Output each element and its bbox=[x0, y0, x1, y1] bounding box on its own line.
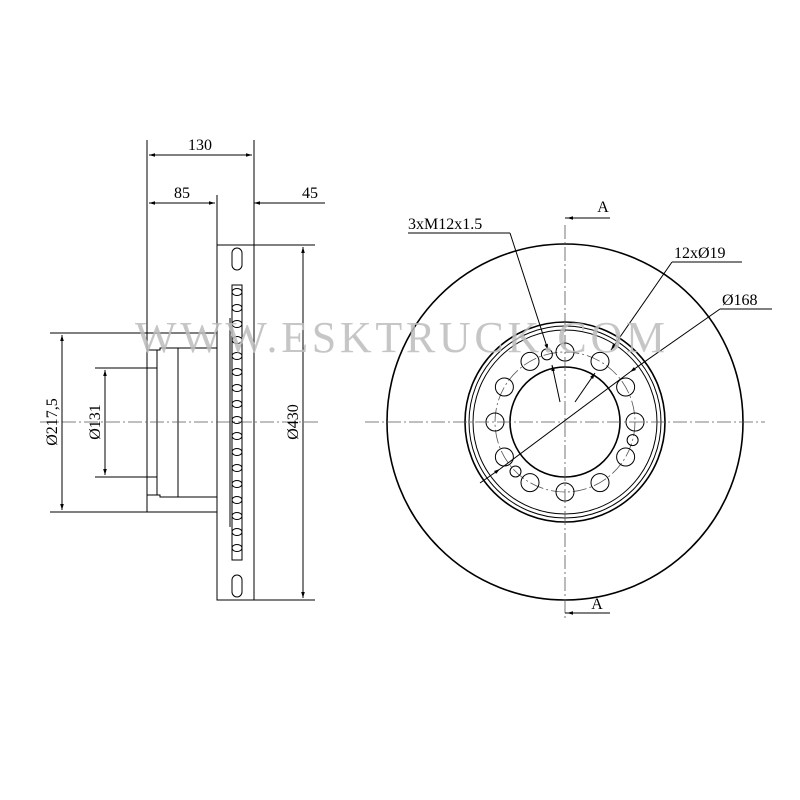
leader-bolt-holes bbox=[610, 261, 673, 351]
leader-thread-holes-inner bbox=[551, 364, 561, 403]
leader-bolt-circle bbox=[629, 308, 721, 373]
dim-hub-depth: 85 bbox=[174, 185, 190, 202]
vent-hole bbox=[231, 320, 243, 328]
dim-bore-diameter: Ø131 bbox=[87, 404, 104, 440]
thread-hole bbox=[509, 465, 522, 478]
vent-hole bbox=[231, 480, 243, 488]
leader-bolt-holes-inner bbox=[574, 372, 596, 403]
thread-holes-label: 3xM12x1.5 bbox=[408, 216, 482, 233]
vent-hole bbox=[231, 288, 243, 296]
bolt-circle-diameter-line bbox=[499, 371, 631, 470]
bolt-holes-label: 12xØ19 bbox=[674, 245, 726, 262]
dim-disc-thickness: 45 bbox=[302, 185, 318, 202]
watermark: WWW.ESKTRUCK.COM bbox=[135, 313, 665, 362]
bolt-hole bbox=[494, 377, 514, 397]
vent-hole bbox=[231, 400, 243, 408]
vent-hole bbox=[231, 384, 243, 392]
bolt-hole bbox=[520, 351, 540, 371]
section-mark-bottom: A bbox=[591, 596, 603, 613]
dim-hub-diameter: Ø217,5 bbox=[44, 398, 61, 446]
section-view: 130 85 45 Ø430 Ø217,5 Ø131 bbox=[40, 137, 325, 601]
section-mark-top: A bbox=[597, 199, 609, 216]
disc-section bbox=[216, 244, 255, 601]
vent-hole bbox=[231, 336, 243, 344]
vent-hole bbox=[231, 464, 243, 472]
dim-outer-diameter: Ø430 bbox=[285, 404, 302, 440]
vent-slot-bottom bbox=[231, 574, 243, 598]
bolt-hole bbox=[616, 447, 636, 467]
vent-hole bbox=[231, 528, 243, 536]
bolt-circle-label: Ø168 bbox=[722, 292, 758, 309]
bolt-hole bbox=[616, 377, 636, 397]
vent-hole bbox=[231, 352, 243, 360]
vent-slot-top bbox=[231, 247, 243, 271]
vent-hole bbox=[231, 304, 243, 312]
vent-hole bbox=[231, 368, 243, 376]
vent-hole bbox=[231, 544, 243, 552]
leader-thread-holes bbox=[509, 232, 549, 351]
bolt-hole bbox=[520, 473, 540, 493]
vent-hole bbox=[231, 496, 243, 504]
vent-hole bbox=[231, 448, 243, 456]
vent-hole bbox=[231, 512, 243, 520]
vent-channel bbox=[231, 284, 243, 561]
bolt-hole bbox=[590, 351, 610, 371]
bolt-hole bbox=[590, 473, 610, 493]
dim-overall-width: 130 bbox=[188, 137, 212, 154]
hub-section-bottom bbox=[146, 494, 218, 513]
vent-hole bbox=[231, 416, 243, 424]
front-view: A A 3xM12x1.5 12xØ19 Ø168 bbox=[365, 199, 772, 620]
thread-hole bbox=[626, 434, 639, 447]
vent-hole bbox=[231, 432, 243, 440]
vent-holes bbox=[231, 288, 243, 552]
leader-bolt-circle-end bbox=[479, 468, 501, 484]
